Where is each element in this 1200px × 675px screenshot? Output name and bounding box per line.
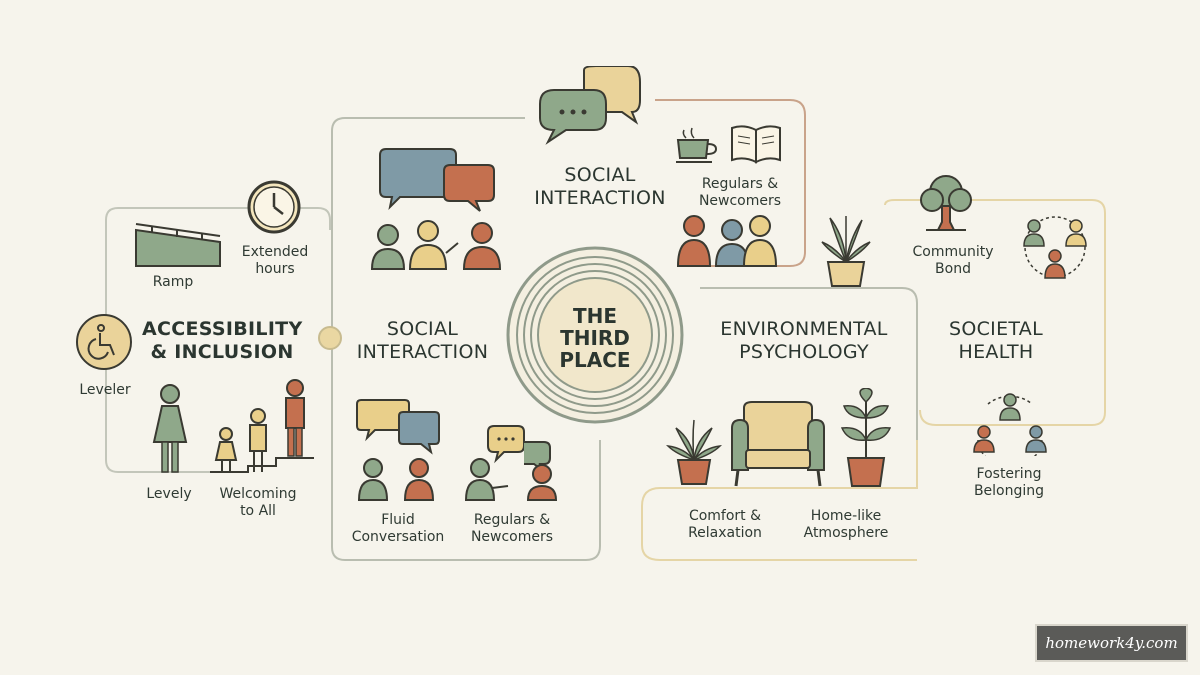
center-rings <box>506 246 684 424</box>
community-circle-icon <box>1023 216 1087 279</box>
people-steps-icon <box>152 379 314 473</box>
regulars-newcomers-label: Regulars & Newcomers <box>470 512 554 545</box>
wheelchair-icon <box>76 314 132 370</box>
fluid-conversation-label: Fluid Conversation <box>351 512 445 545</box>
social-interaction-top-title: SOCIAL INTERACTION <box>534 164 666 209</box>
leafy-plant-icon <box>840 388 892 487</box>
armchair-icon <box>731 401 825 487</box>
group-people-icon <box>676 215 778 267</box>
chat-bubbles-icon <box>356 399 440 501</box>
community-bond-label: Community Bond <box>912 244 994 277</box>
leveler-label: Leveler <box>79 382 131 398</box>
book-icon <box>731 125 781 164</box>
environmental-title: ENVIRONMENTAL PSYCHOLOGY <box>720 318 888 363</box>
coffee-cup-icon <box>676 127 718 163</box>
tree-icon <box>920 175 972 231</box>
small-plant-icon <box>666 419 722 485</box>
home-like-label: Home-like Atmosphere <box>803 508 889 541</box>
watermark: homework4y.com <box>1035 624 1188 662</box>
regulars-newcomers-top-label: Regulars & Newcomers <box>698 176 782 209</box>
speech-bubbles-icon <box>539 66 641 145</box>
levely-label: Levely <box>146 486 192 502</box>
ramp-label: Ramp <box>152 274 194 290</box>
societal-health-title: SOCIETAL HEALTH <box>948 318 1043 363</box>
ramp-icon <box>135 223 221 267</box>
belonging-circle-icon <box>973 393 1047 456</box>
accessibility-title: ACCESSIBILITY & INCLUSION <box>142 318 303 363</box>
center-title: THE THIRD PLACE <box>559 304 631 372</box>
conversation-group-icon <box>370 148 502 270</box>
potted-plant-icon <box>821 216 871 287</box>
comfort-label: Comfort & Relaxation <box>688 508 762 541</box>
clock-icon <box>247 180 301 234</box>
fostering-belonging-label: Fostering Belonging <box>973 466 1045 499</box>
regulars-greeting-icon <box>464 425 558 501</box>
welcoming-label: Welcoming to All <box>219 486 297 519</box>
extended-hours-label: Extended hours <box>241 244 309 277</box>
social-interaction-title: SOCIAL INTERACTION <box>356 318 489 363</box>
